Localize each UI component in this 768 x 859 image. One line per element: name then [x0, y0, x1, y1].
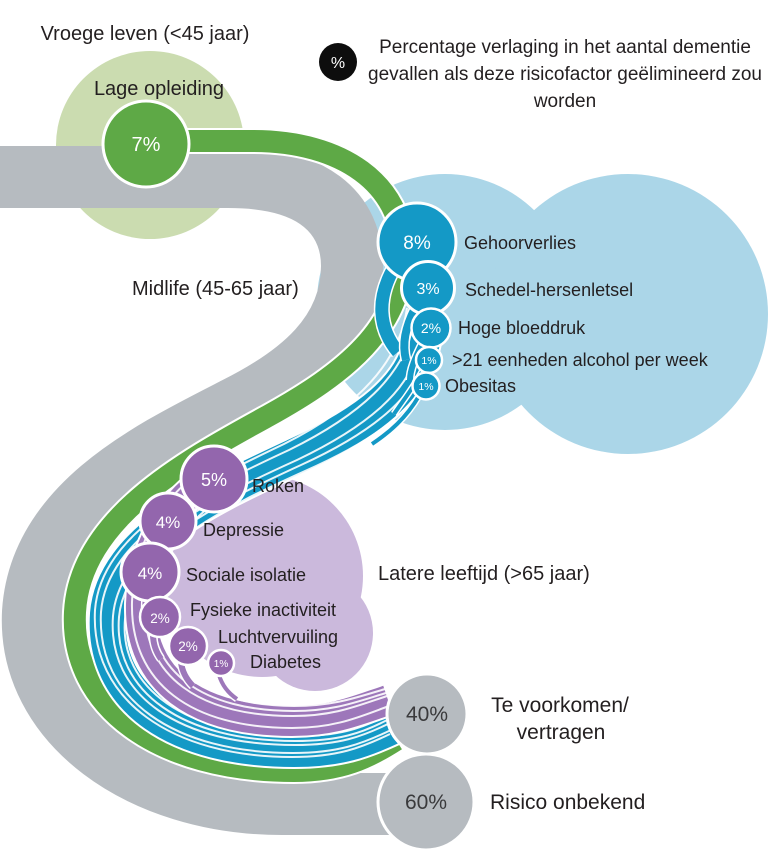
factor-label-alcohol: >21 eenheden alcohol per week — [452, 350, 709, 370]
factor-label-luchtvervuiling: Luchtvervuiling — [218, 627, 338, 647]
factor-label-sociale-isolatie: Sociale isolatie — [186, 565, 306, 585]
factor-pct-schedel: 3% — [416, 281, 439, 298]
factor-pct-obesitas: 1% — [418, 381, 433, 393]
factor-label-obesitas: Obesitas — [445, 376, 516, 396]
factor-pct-sociale-isolatie: 4% — [138, 564, 163, 583]
factor-circle-obesitas — [411, 371, 441, 401]
factor-label-gehoorverlies: Gehoorverlies — [464, 233, 576, 253]
stage-early-title: Vroege leven (<45 jaar) — [41, 23, 250, 45]
factor-pct-diabetes: 1% — [214, 659, 229, 670]
legend-percent-symbol: % — [331, 55, 345, 72]
later-life-stage-shape — [161, 475, 373, 691]
legend-line-2: gevallen als deze risicofactor geëlimine… — [368, 64, 762, 85]
factor-circle-roken — [179, 444, 249, 514]
factor-pct-luchtvervuiling: 2% — [178, 639, 198, 654]
factor-pct-bloeddruk: 2% — [421, 320, 441, 336]
factor-label-schedel: Schedel-hersenletsel — [465, 280, 633, 300]
factor-circle-diabetes — [206, 648, 236, 678]
factor-pct-gehoorverlies: 8% — [403, 233, 431, 254]
factor-pct-lage-opleiding: 7% — [132, 134, 161, 156]
stage-mid-title: Midlife (45-65 jaar) — [132, 278, 299, 300]
outcome-pct-unknown: 60% — [405, 791, 447, 814]
factor-label-diabetes: Diabetes — [250, 652, 321, 672]
factor-circle-luchtvervuiling — [167, 625, 209, 667]
flow-band-teal — [89, 332, 441, 768]
stage-late-title: Latere leeftijd (>65 jaar) — [378, 563, 590, 585]
factor-circle-lage-opleiding — [101, 99, 191, 189]
factor-pct-depressie: 4% — [156, 513, 181, 532]
factor-label-roken: Roken — [252, 476, 304, 496]
factor-label-lage-opleiding: Lage opleiding — [94, 78, 224, 100]
legend-line-1: Percentage verlaging in het aantal demen… — [379, 37, 751, 58]
legend-percent-icon — [319, 43, 357, 81]
legend-line-3: worden — [533, 91, 596, 112]
outcome-label-preventable-line1: Te voorkomen/ — [491, 694, 629, 717]
outcome-pct-preventable: 40% — [406, 703, 448, 726]
factor-pct-roken: 5% — [201, 470, 227, 490]
outcome-label-preventable-line2: vertragen — [517, 721, 606, 744]
factor-pct-alcohol: 1% — [421, 355, 436, 367]
outcome-circle-unknown-risk — [376, 752, 476, 852]
outcome-label-unknown: Risico onbekend — [490, 791, 645, 814]
flow-band-gray — [0, 146, 430, 835]
factor-label-fysieke: Fysieke inactiviteit — [190, 600, 336, 620]
factor-label-bloeddruk: Hoge bloeddruk — [458, 318, 586, 338]
factor-pct-fysieke: 2% — [150, 611, 170, 626]
factor-label-depressie: Depressie — [203, 520, 284, 540]
factor-circle-fysieke-inactiviteit — [138, 595, 182, 639]
